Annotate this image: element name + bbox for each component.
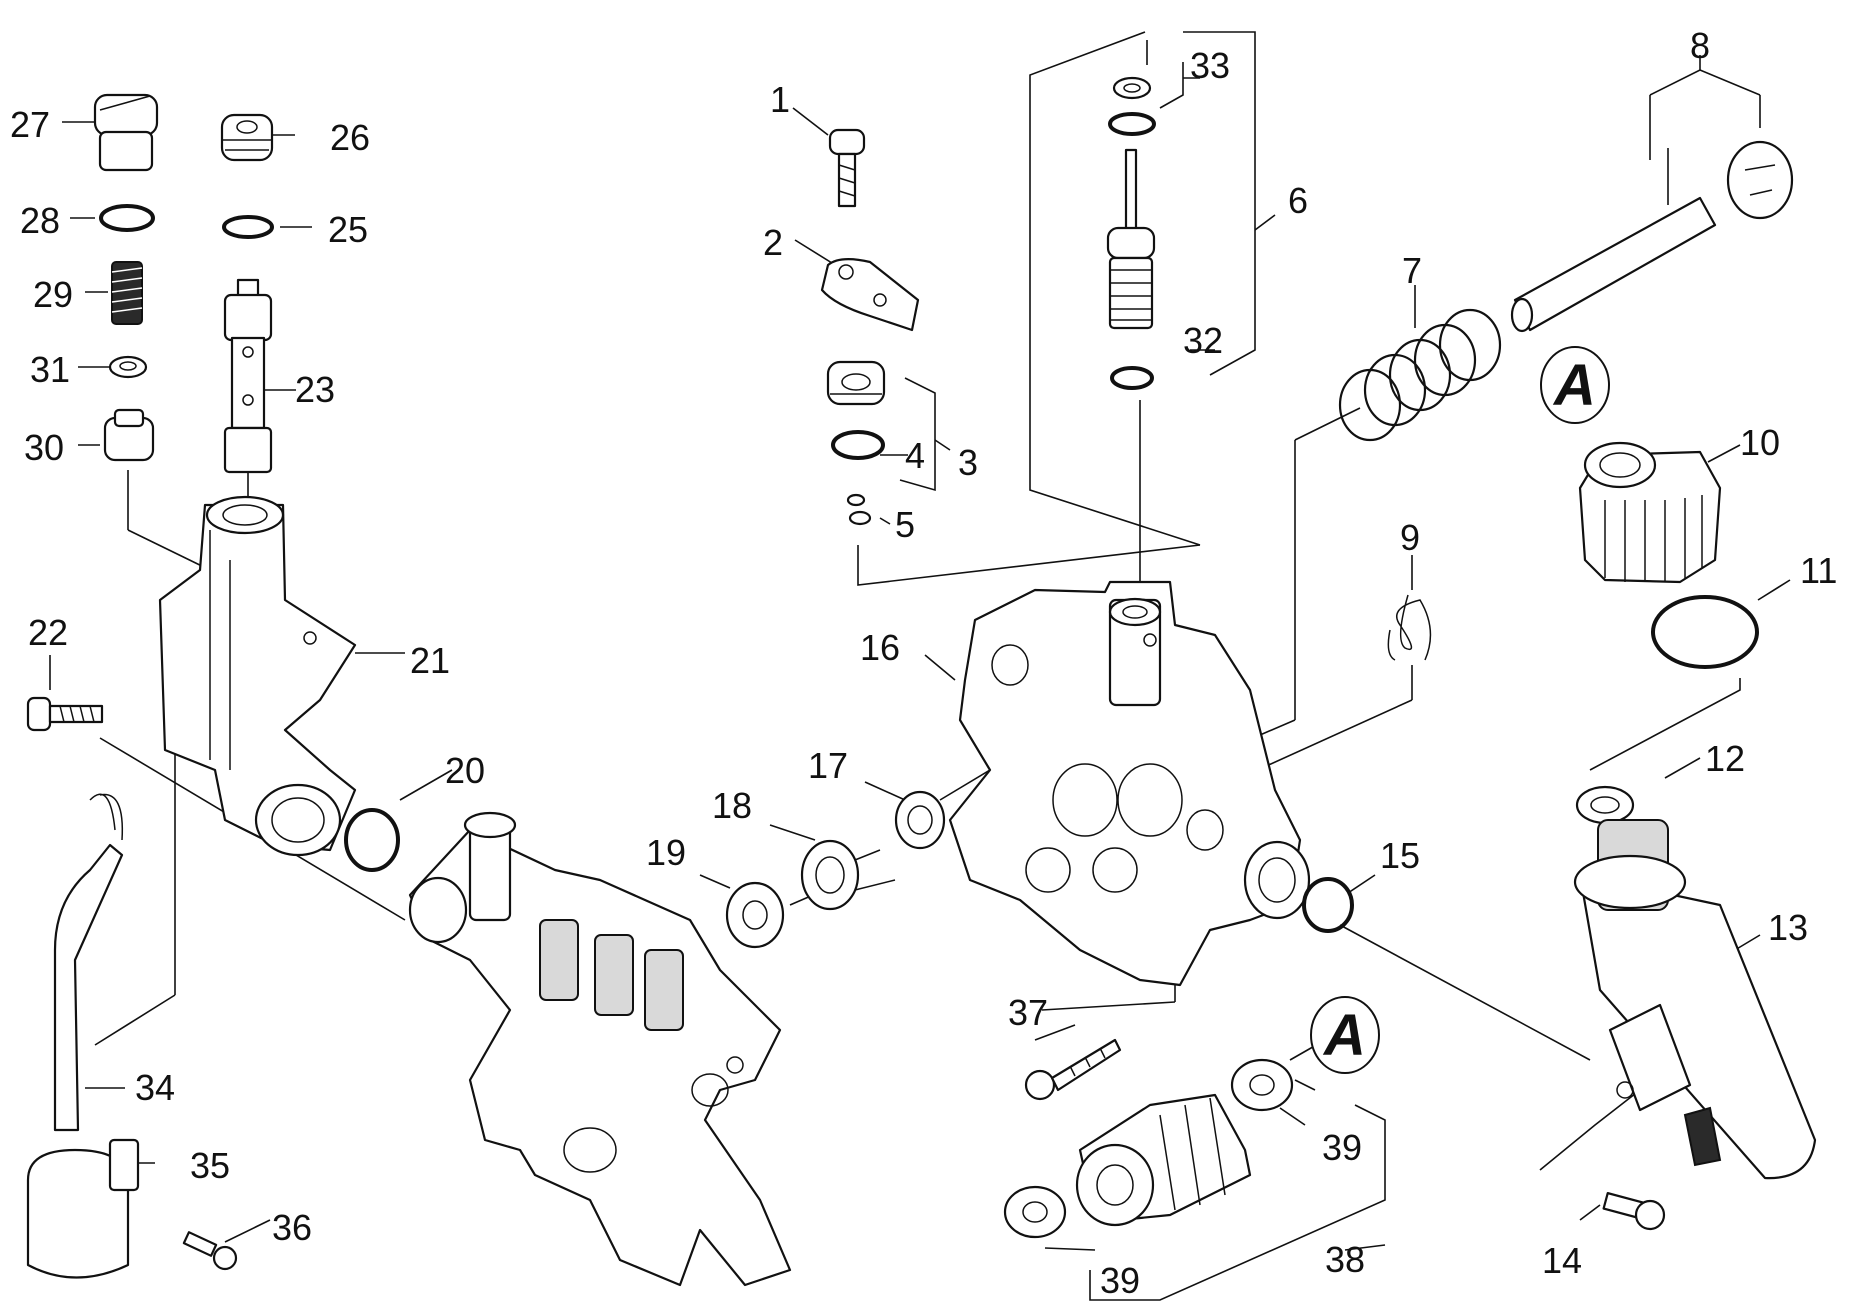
callout-27: 27 (10, 104, 50, 145)
callout-13: 13 (1768, 907, 1808, 948)
part-7-spring (1338, 308, 1502, 442)
part-4-o-ring (831, 430, 885, 460)
callout-15: 15 (1380, 835, 1420, 876)
part-31-washer (108, 355, 148, 379)
reference-marker-a-bottom-label: A (1322, 1003, 1366, 1068)
callout-28: 28 (20, 200, 60, 241)
callout-2: 2 (763, 222, 783, 263)
callout-22: 22 (28, 612, 68, 653)
part-12-washer (1575, 785, 1635, 825)
part-36-screw (182, 1231, 238, 1271)
part-33-washer (1112, 76, 1152, 100)
callout-37: 37 (1008, 992, 1048, 1033)
part-39-washer-lower (1003, 1185, 1067, 1239)
callout-10: 10 (1740, 422, 1780, 463)
callout-20: 20 (445, 750, 485, 791)
part-10-fitting (1578, 441, 1722, 584)
callout-36: 36 (272, 1207, 312, 1248)
part-37-screw (1024, 1038, 1122, 1101)
callout-7: 7 (1402, 250, 1422, 291)
part-9-wire-clip (1387, 594, 1432, 661)
part-34-sensor-cable (53, 793, 124, 1132)
part-21-valve-housing (158, 495, 357, 857)
callout-39-lower: 39 (1100, 1260, 1140, 1301)
callout-numbers: 1 2 3 4 5 6 7 8 9 10 11 12 13 14 15 16 1… (10, 25, 1837, 1301)
callout-26: 26 (330, 117, 370, 158)
callout-31: 31 (30, 349, 70, 390)
part-18-seal-holder (800, 839, 896, 911)
callout-1: 1 (770, 79, 790, 120)
part-19-washer (725, 881, 785, 949)
part-28-o-ring (99, 204, 155, 232)
callout-35: 35 (190, 1145, 230, 1186)
callout-8: 8 (1690, 25, 1710, 66)
callout-17: 17 (808, 745, 848, 786)
callout-34: 34 (135, 1067, 175, 1108)
callout-3: 3 (958, 442, 978, 483)
part-1-screw (828, 128, 866, 208)
callout-38: 38 (1325, 1239, 1365, 1280)
part-30-cap (103, 408, 155, 462)
part-23-shaft (223, 278, 273, 474)
callout-21: 21 (410, 640, 450, 681)
callout-12: 12 (1705, 738, 1745, 779)
part-35-clip-holder (26, 1138, 140, 1279)
callout-19: 19 (646, 832, 686, 873)
reference-marker-a-top: A (1540, 346, 1610, 424)
part-38-connector (1075, 1093, 1252, 1227)
part-27-plug (93, 93, 159, 172)
part-29-spring (111, 261, 143, 325)
callout-39-upper: 39 (1322, 1127, 1362, 1168)
callout-32: 32 (1183, 320, 1223, 361)
callout-30: 30 (24, 427, 64, 468)
callout-14: 14 (1542, 1240, 1582, 1281)
callout-6: 6 (1288, 180, 1308, 221)
part-pump-head (408, 811, 792, 1287)
callout-33: 33 (1190, 45, 1230, 86)
part-8-pin (1510, 140, 1794, 333)
part-5-small-ring (846, 493, 872, 526)
reference-marker-a-bottom: A (1310, 996, 1380, 1074)
part-11-o-ring (1651, 595, 1759, 669)
callout-29: 29 (33, 274, 73, 315)
callout-18: 18 (712, 785, 752, 826)
callout-11: 11 (1800, 550, 1837, 591)
part-39-washer-upper (1230, 1058, 1294, 1112)
part-3-valve (826, 360, 886, 406)
part-26-plug (220, 113, 274, 162)
part-32-o-ring (1110, 366, 1154, 390)
callout-16: 16 (860, 627, 900, 668)
part-22-screw (26, 696, 104, 732)
part-20-o-ring (344, 808, 400, 872)
part-2-plate (820, 258, 920, 332)
part-6-valve-assembly (1106, 112, 1156, 330)
reference-marker-a-top-label: A (1552, 353, 1596, 418)
callout-5: 5 (895, 504, 915, 545)
part-14-screw (1602, 1191, 1666, 1231)
part-13-filter (1573, 819, 1817, 1180)
callout-9: 9 (1400, 517, 1420, 558)
part-25-o-ring (222, 215, 274, 239)
part-15-o-ring (1302, 877, 1354, 933)
callout-4: 4 (905, 435, 925, 476)
part-17-seal (894, 790, 946, 850)
callout-25: 25 (328, 209, 368, 250)
callout-23: 23 (295, 369, 335, 410)
part-16-pump-body (948, 580, 1311, 987)
